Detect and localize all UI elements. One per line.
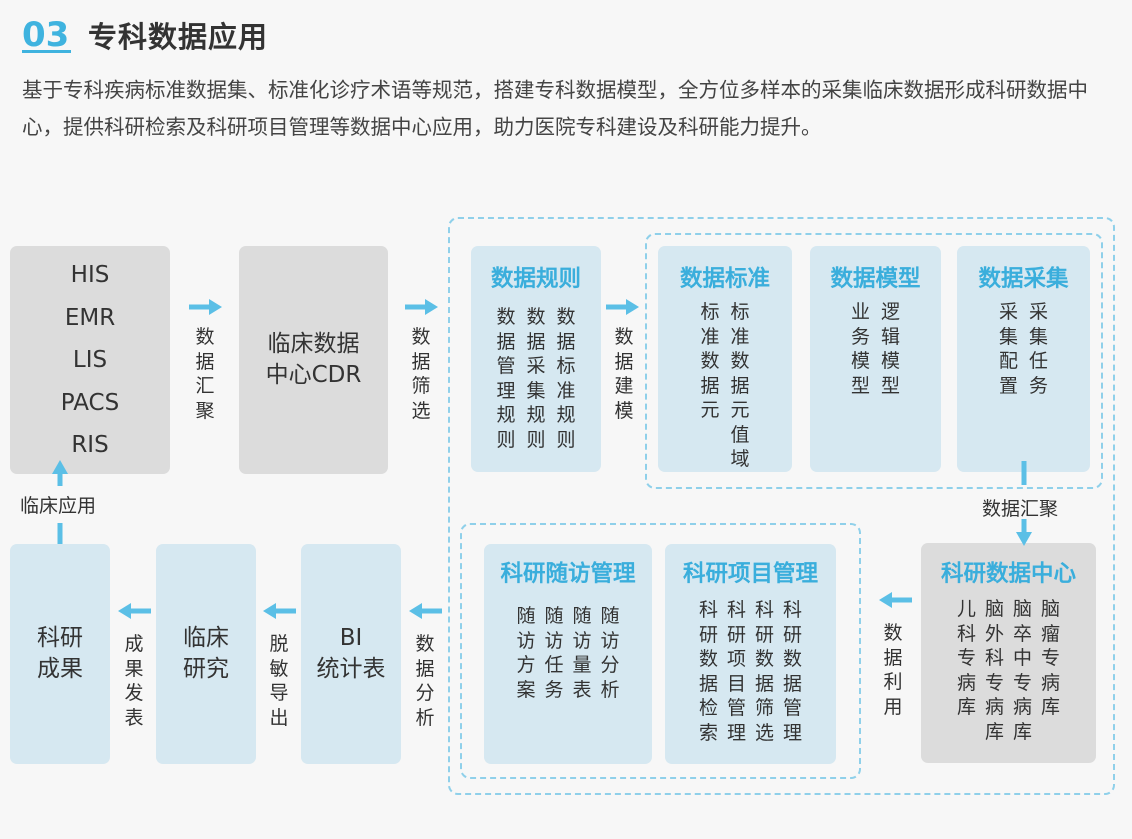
research-line1: 临床 bbox=[183, 625, 229, 651]
label-aggregate-1: 数据汇聚 bbox=[195, 326, 215, 422]
label-analysis: 数据分析 bbox=[415, 633, 435, 729]
followup-management-title: 科研随访管理 bbox=[500, 561, 636, 587]
research-line2: 研究 bbox=[183, 656, 229, 682]
followup-management-box: 科研随访管理 随访方案 随访任务 随访量表 随访分析 bbox=[484, 544, 652, 764]
platform-region bbox=[448, 217, 1115, 795]
followup-col-4: 随访分析 bbox=[600, 605, 620, 701]
center-col-4: 脑瘤专病库 bbox=[1040, 598, 1060, 718]
data-standard-box: 数据标准 标准数据元 标准数据元值域 bbox=[658, 246, 792, 472]
label-desensitize: 脱敏导出 bbox=[269, 633, 289, 729]
data-standard-title: 数据标准 bbox=[679, 266, 770, 292]
center-col-2: 脑外科专病库 bbox=[984, 598, 1004, 743]
label-modeling: 数据建模 bbox=[614, 326, 634, 422]
section-number-underline bbox=[22, 50, 71, 53]
arrow-left-icon bbox=[408, 602, 442, 620]
cdr-line2: 中心CDR bbox=[265, 362, 362, 388]
data-collect-title: 数据采集 bbox=[978, 266, 1069, 292]
label-clinical-app: 临床应用 bbox=[20, 495, 97, 517]
project-col-1: 科研数据检索 bbox=[698, 599, 718, 744]
center-col-3: 脑卒中专病库 bbox=[1012, 598, 1032, 743]
project-col-3: 科研数据筛选 bbox=[754, 599, 774, 744]
source-systems-box: HIS EMR LIS PACS RIS bbox=[10, 246, 170, 474]
label-filter: 数据筛选 bbox=[411, 326, 431, 422]
project-col-4: 科研数据管理 bbox=[782, 599, 802, 744]
bi-line1: BI bbox=[339, 625, 363, 651]
data-rules-title: 数据规则 bbox=[490, 266, 581, 292]
arrow-down-icon bbox=[1015, 461, 1033, 547]
cdr-line1: 临床数据 bbox=[267, 331, 360, 357]
data-collect-box: 数据采集 采集配置 采集任务 bbox=[957, 246, 1090, 472]
followup-col-3: 随访量表 bbox=[572, 605, 592, 701]
label-publish: 成果发表 bbox=[124, 633, 144, 729]
results-line1: 科研 bbox=[37, 625, 83, 651]
project-management-box: 科研项目管理 科研数据检索 科研项目管理 科研数据筛选 科研数据管理 bbox=[665, 544, 836, 764]
source-his: HIS bbox=[70, 262, 110, 288]
arrow-left-icon bbox=[878, 591, 912, 609]
arrow-right-icon bbox=[606, 298, 640, 316]
cdr-box: 临床数据 中心CDR bbox=[239, 246, 388, 474]
source-lis: LIS bbox=[72, 347, 108, 373]
source-ris: RIS bbox=[71, 432, 109, 458]
research-data-center-box: 科研数据中心 儿科专病库 脑外科专病库 脑卒中专病库 脑瘤专病库 bbox=[921, 543, 1096, 763]
section-number: 03 bbox=[22, 15, 70, 55]
arrow-right-icon bbox=[405, 298, 439, 316]
label-use: 数据利用 bbox=[883, 622, 903, 718]
data-model-box: 数据模型 业务模型 逻辑模型 bbox=[810, 246, 941, 472]
clinical-research-box: 临床 研究 bbox=[156, 544, 256, 764]
rules-col-3: 数据标准规则 bbox=[556, 306, 576, 451]
application-group bbox=[460, 523, 861, 779]
center-col-1: 儿科专病库 bbox=[956, 598, 976, 718]
research-data-center-title: 科研数据中心 bbox=[940, 561, 1076, 587]
project-management-title: 科研项目管理 bbox=[682, 561, 818, 587]
research-results-box: 科研 成果 bbox=[10, 544, 110, 764]
data-model-title: 数据模型 bbox=[830, 266, 921, 292]
rules-col-1: 数据管理规则 bbox=[496, 306, 516, 451]
model-col-2: 逻辑模型 bbox=[880, 301, 900, 397]
rules-col-2: 数据采集规则 bbox=[526, 306, 546, 451]
results-line2: 成果 bbox=[37, 656, 83, 682]
standard-col-1: 标准数据元 bbox=[700, 301, 720, 421]
collect-col-2: 采集任务 bbox=[1028, 301, 1048, 397]
model-col-1: 业务模型 bbox=[850, 301, 870, 397]
standard-model-collect-group bbox=[645, 233, 1103, 489]
arrow-left-icon bbox=[262, 602, 296, 620]
section-intro: 基于专科疾病标准数据集、标准化诊疗术语等规范，搭建专科数据模型，全方位多样本的采… bbox=[22, 78, 1088, 139]
label-aggregate-2: 数据汇聚 bbox=[982, 498, 1059, 520]
project-col-2: 科研项目管理 bbox=[726, 599, 746, 744]
followup-col-1: 随访方案 bbox=[516, 605, 536, 701]
source-emr: EMR bbox=[64, 304, 116, 331]
data-rules-box: 数据规则 数据管理规则 数据采集规则 数据标准规则 bbox=[471, 246, 601, 472]
standard-col-2: 标准数据元值域 bbox=[730, 301, 750, 470]
arrow-left-icon bbox=[117, 602, 151, 620]
section-title: 专科数据应用 bbox=[88, 20, 269, 54]
collect-col-1: 采集配置 bbox=[998, 301, 1018, 397]
arrow-right-icon bbox=[189, 298, 223, 316]
bi-line2: 统计表 bbox=[316, 656, 386, 682]
followup-col-2: 随访任务 bbox=[544, 605, 564, 701]
bi-report-box: BI 统计表 bbox=[301, 544, 401, 764]
source-pacs: PACS bbox=[60, 389, 120, 416]
arrow-up-icon bbox=[51, 459, 69, 545]
